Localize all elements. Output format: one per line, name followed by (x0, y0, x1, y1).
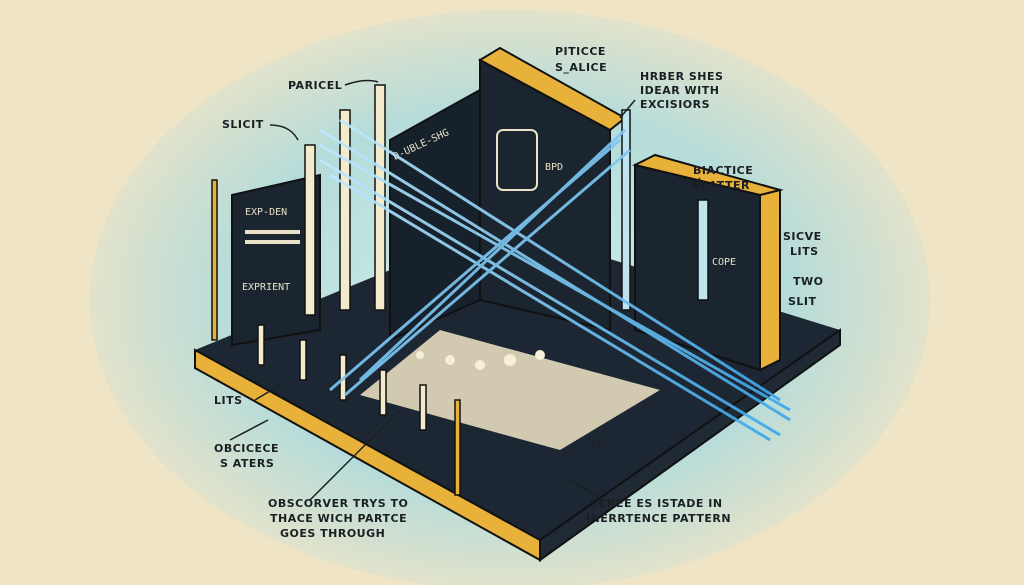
label-lits: LITS (214, 394, 243, 407)
interference-dots (416, 350, 545, 370)
label-observer-3: GOES THROUGH (280, 527, 385, 540)
label-paricel: PARICEL (288, 79, 342, 92)
label-top-right-2: IDEAR WITH (640, 84, 720, 97)
label-top-right-1: HRBER SHES (640, 70, 723, 83)
panel-text-cope: COPE (712, 257, 736, 268)
panel-text-exp-top: EXP-DEN (245, 207, 287, 218)
leader-lines (229, 79, 701, 501)
light-beams (319, 118, 791, 442)
label-biactice-1: BIACTICE (693, 164, 753, 177)
label-slicit: SLICIT (222, 118, 264, 131)
panel-text-exp-bottom: EXPRIENT (242, 282, 290, 293)
label-observer-2: THACE WICH PARTCE (270, 512, 407, 525)
label-observer-1: OBSCORVER TRYS TO (268, 497, 408, 510)
back-panel-left: D-UBLE-SHG (389, 88, 481, 342)
panel-text-bpd: BPD (545, 162, 563, 173)
label-sicve-2: LITS (790, 245, 819, 258)
labels: PARICEL SLICIT PITICCE S_ALICE HRBER SHE… (214, 45, 824, 540)
side-panel-left: EXP-DEN EXPRIENT (231, 173, 321, 347)
label-sicve-1: SICVE (783, 230, 822, 243)
label-slit: SLIT (788, 295, 817, 308)
label-screen-2: INERRTENCE PATTERN (586, 512, 731, 525)
label-obcicece-1: OBCICECE (214, 442, 279, 455)
label-top-right-3: EXCISIORS (640, 98, 710, 111)
label-obcicece-2: S ATERS (220, 457, 274, 470)
label-biactice-2: ELATTER (693, 179, 750, 192)
label-two: TWO (793, 275, 824, 288)
label-screen-1: SCREE ES ISTADE IN (590, 497, 723, 510)
label-top-center-1: PITICCE (555, 45, 606, 58)
label-top-center-2: S_ALICE (555, 61, 607, 74)
